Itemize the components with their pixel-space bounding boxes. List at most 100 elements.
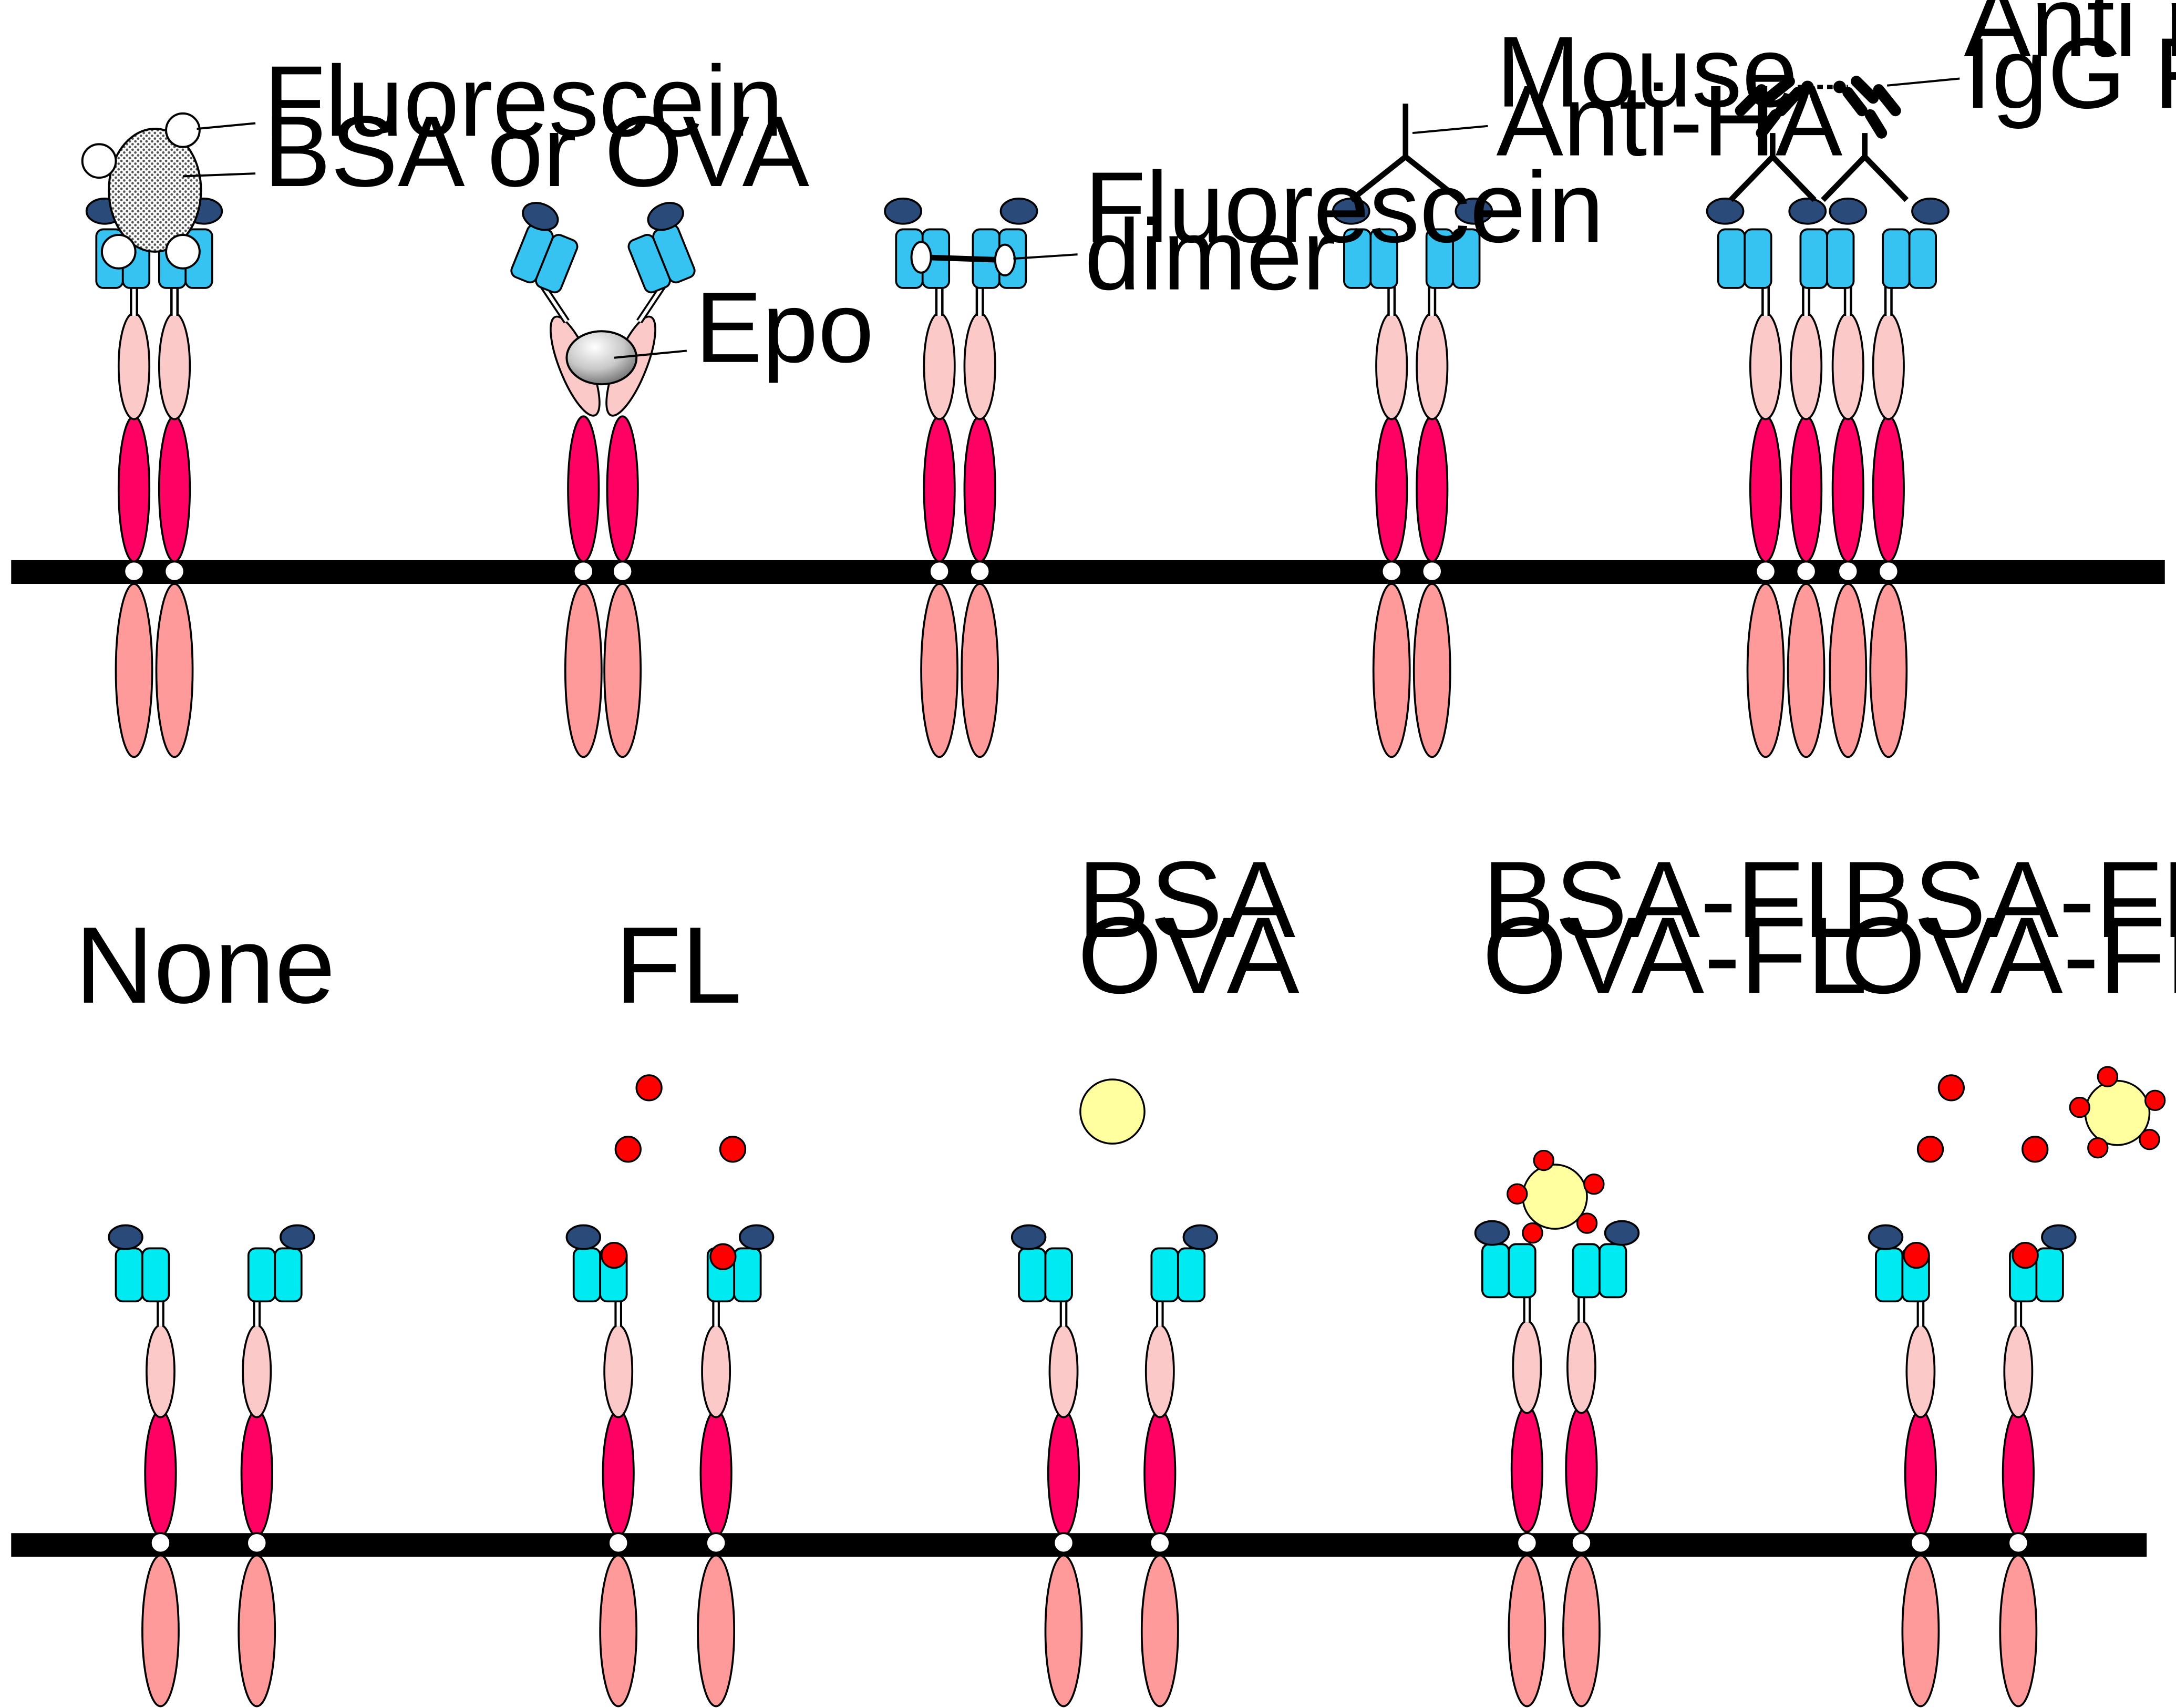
ligand-binding-domain xyxy=(510,202,579,294)
bottom-membrane xyxy=(11,1533,2147,1557)
fluorescein-molecule xyxy=(994,243,1016,277)
transmembrane-domain xyxy=(1047,1409,1080,1537)
free-fluorescein xyxy=(1937,1074,1965,1102)
receptor-chain xyxy=(961,198,1038,758)
fab2-label-line1: Anti mouse xyxy=(1964,0,2176,78)
binding-subdomain xyxy=(1717,228,1746,289)
fluorescein-dimer-label-line1: Fluorescein xyxy=(1085,151,1604,263)
conjugated-fluorescein xyxy=(2087,1137,2109,1159)
transmembrane-domain xyxy=(1510,1405,1543,1533)
condition-label-ova-fl-plus-fl: OVA-FL +FL xyxy=(1841,894,2176,1016)
receptor-chain xyxy=(1999,1224,2077,1707)
transmembrane-domain xyxy=(1143,1409,1177,1537)
transmembrane-domain xyxy=(1416,415,1449,563)
membrane-junction xyxy=(929,560,951,582)
ha-tag xyxy=(999,198,1038,225)
transmembrane-domain xyxy=(144,1409,177,1537)
receptor-chain xyxy=(1562,1220,1640,1707)
free-fluorescein-group xyxy=(614,1074,747,1163)
intracellular-domain xyxy=(1562,1554,1601,1707)
membrane-junction xyxy=(123,560,145,582)
membrane-junction xyxy=(1421,560,1443,582)
fab2-leader-line xyxy=(1886,77,1960,87)
ha-tag xyxy=(108,1224,143,1250)
extracellular-stalk xyxy=(1144,1324,1175,1418)
membrane-junction xyxy=(1910,1532,1932,1554)
receptor-chain xyxy=(155,198,223,758)
intracellular-domain xyxy=(1999,1554,2038,1707)
receptor-chain xyxy=(238,1224,315,1707)
membrane-junction xyxy=(705,1532,727,1554)
intracellular-domain xyxy=(141,1554,180,1707)
extracellular-stalk xyxy=(242,1324,272,1418)
extracellular-stalk xyxy=(701,1324,731,1418)
intracellular-domain xyxy=(1869,583,1908,758)
transmembrane-domain xyxy=(602,1409,635,1537)
epo-label: Epo xyxy=(695,271,874,384)
membrane-junction xyxy=(163,560,185,582)
membrane-junction xyxy=(969,560,991,582)
binding-subdomain xyxy=(1508,1243,1536,1299)
transmembrane-domain xyxy=(117,415,151,563)
epo-ligand xyxy=(565,330,638,386)
extracellular-stalk xyxy=(603,1324,634,1418)
extracellular-stalk xyxy=(923,312,956,420)
extracellular-stalk xyxy=(2003,1324,2034,1418)
fluorescein-dimer-link xyxy=(921,254,1005,263)
free-fluorescein xyxy=(719,1136,747,1163)
bottom-receptors xyxy=(108,1220,2077,1707)
epo-leader-line xyxy=(614,349,687,359)
receptor-chain xyxy=(1706,198,1785,758)
intracellular-domain xyxy=(1412,583,1451,758)
intracellular-domain xyxy=(1787,583,1826,758)
membrane-junction xyxy=(150,1532,171,1554)
anti-ha-leader-line xyxy=(1412,125,1488,135)
binding-subdomain xyxy=(1908,228,1937,289)
transmembrane-domain xyxy=(1872,415,1905,563)
binding-subdomain xyxy=(1018,1247,1047,1303)
condition-label-ova: OVA xyxy=(1078,894,1300,1016)
binding-subdomain xyxy=(1599,1243,1627,1299)
transmembrane-domain xyxy=(158,415,191,563)
extracellular-stalk xyxy=(146,1324,176,1418)
membrane-junction xyxy=(607,1532,630,1554)
receptor-chain xyxy=(884,198,959,758)
receptor-chain xyxy=(1332,198,1411,758)
conjugated-fluorescein xyxy=(2144,1089,2166,1112)
binding-subdomain xyxy=(141,1247,170,1303)
transmembrane-domain xyxy=(1749,415,1782,563)
binding-subdomain xyxy=(1150,1247,1179,1303)
binding-subdomain xyxy=(1744,228,1772,289)
receptor-chain xyxy=(603,202,696,758)
receptor-chain xyxy=(108,1224,180,1707)
binding-subdomain xyxy=(1044,1247,1073,1303)
extracellular-stalk xyxy=(117,312,151,420)
ha-tag xyxy=(522,202,559,231)
ha-tag xyxy=(738,1224,775,1250)
conjugated-fluorescein xyxy=(1533,1149,1554,1171)
fluorescein-leader-line xyxy=(197,122,256,130)
membrane-junction xyxy=(1149,1532,1171,1554)
transmembrane-domain xyxy=(1565,1405,1598,1533)
free-fluorescein xyxy=(1916,1136,1944,1163)
ha-tag xyxy=(1788,198,1827,225)
membrane-junction xyxy=(1755,560,1777,582)
membrane-junction xyxy=(2007,1532,2029,1554)
free-fluorescein xyxy=(2022,1136,2049,1163)
ha-tag xyxy=(2041,1224,2077,1250)
binding-subdomain xyxy=(247,1247,276,1303)
bsa-ova-protein xyxy=(1079,1078,1146,1145)
bound-fluorescein xyxy=(709,1243,737,1270)
transmembrane-domain xyxy=(1790,415,1823,563)
binding-subdomain xyxy=(115,1247,143,1303)
ha-tag xyxy=(647,202,684,231)
condition-label-ova-fl: OVA-FL xyxy=(1482,894,1868,1016)
membrane-junction xyxy=(1837,560,1859,582)
membrane-junction xyxy=(612,560,634,582)
intracellular-domain xyxy=(238,1554,276,1707)
transmembrane-domain xyxy=(567,415,600,563)
intracellular-domain xyxy=(920,583,959,758)
bsa-fl-conjugate xyxy=(2069,1066,2166,1159)
transmembrane-domain xyxy=(1904,1409,1937,1537)
intracellular-domain xyxy=(1140,1554,1179,1707)
